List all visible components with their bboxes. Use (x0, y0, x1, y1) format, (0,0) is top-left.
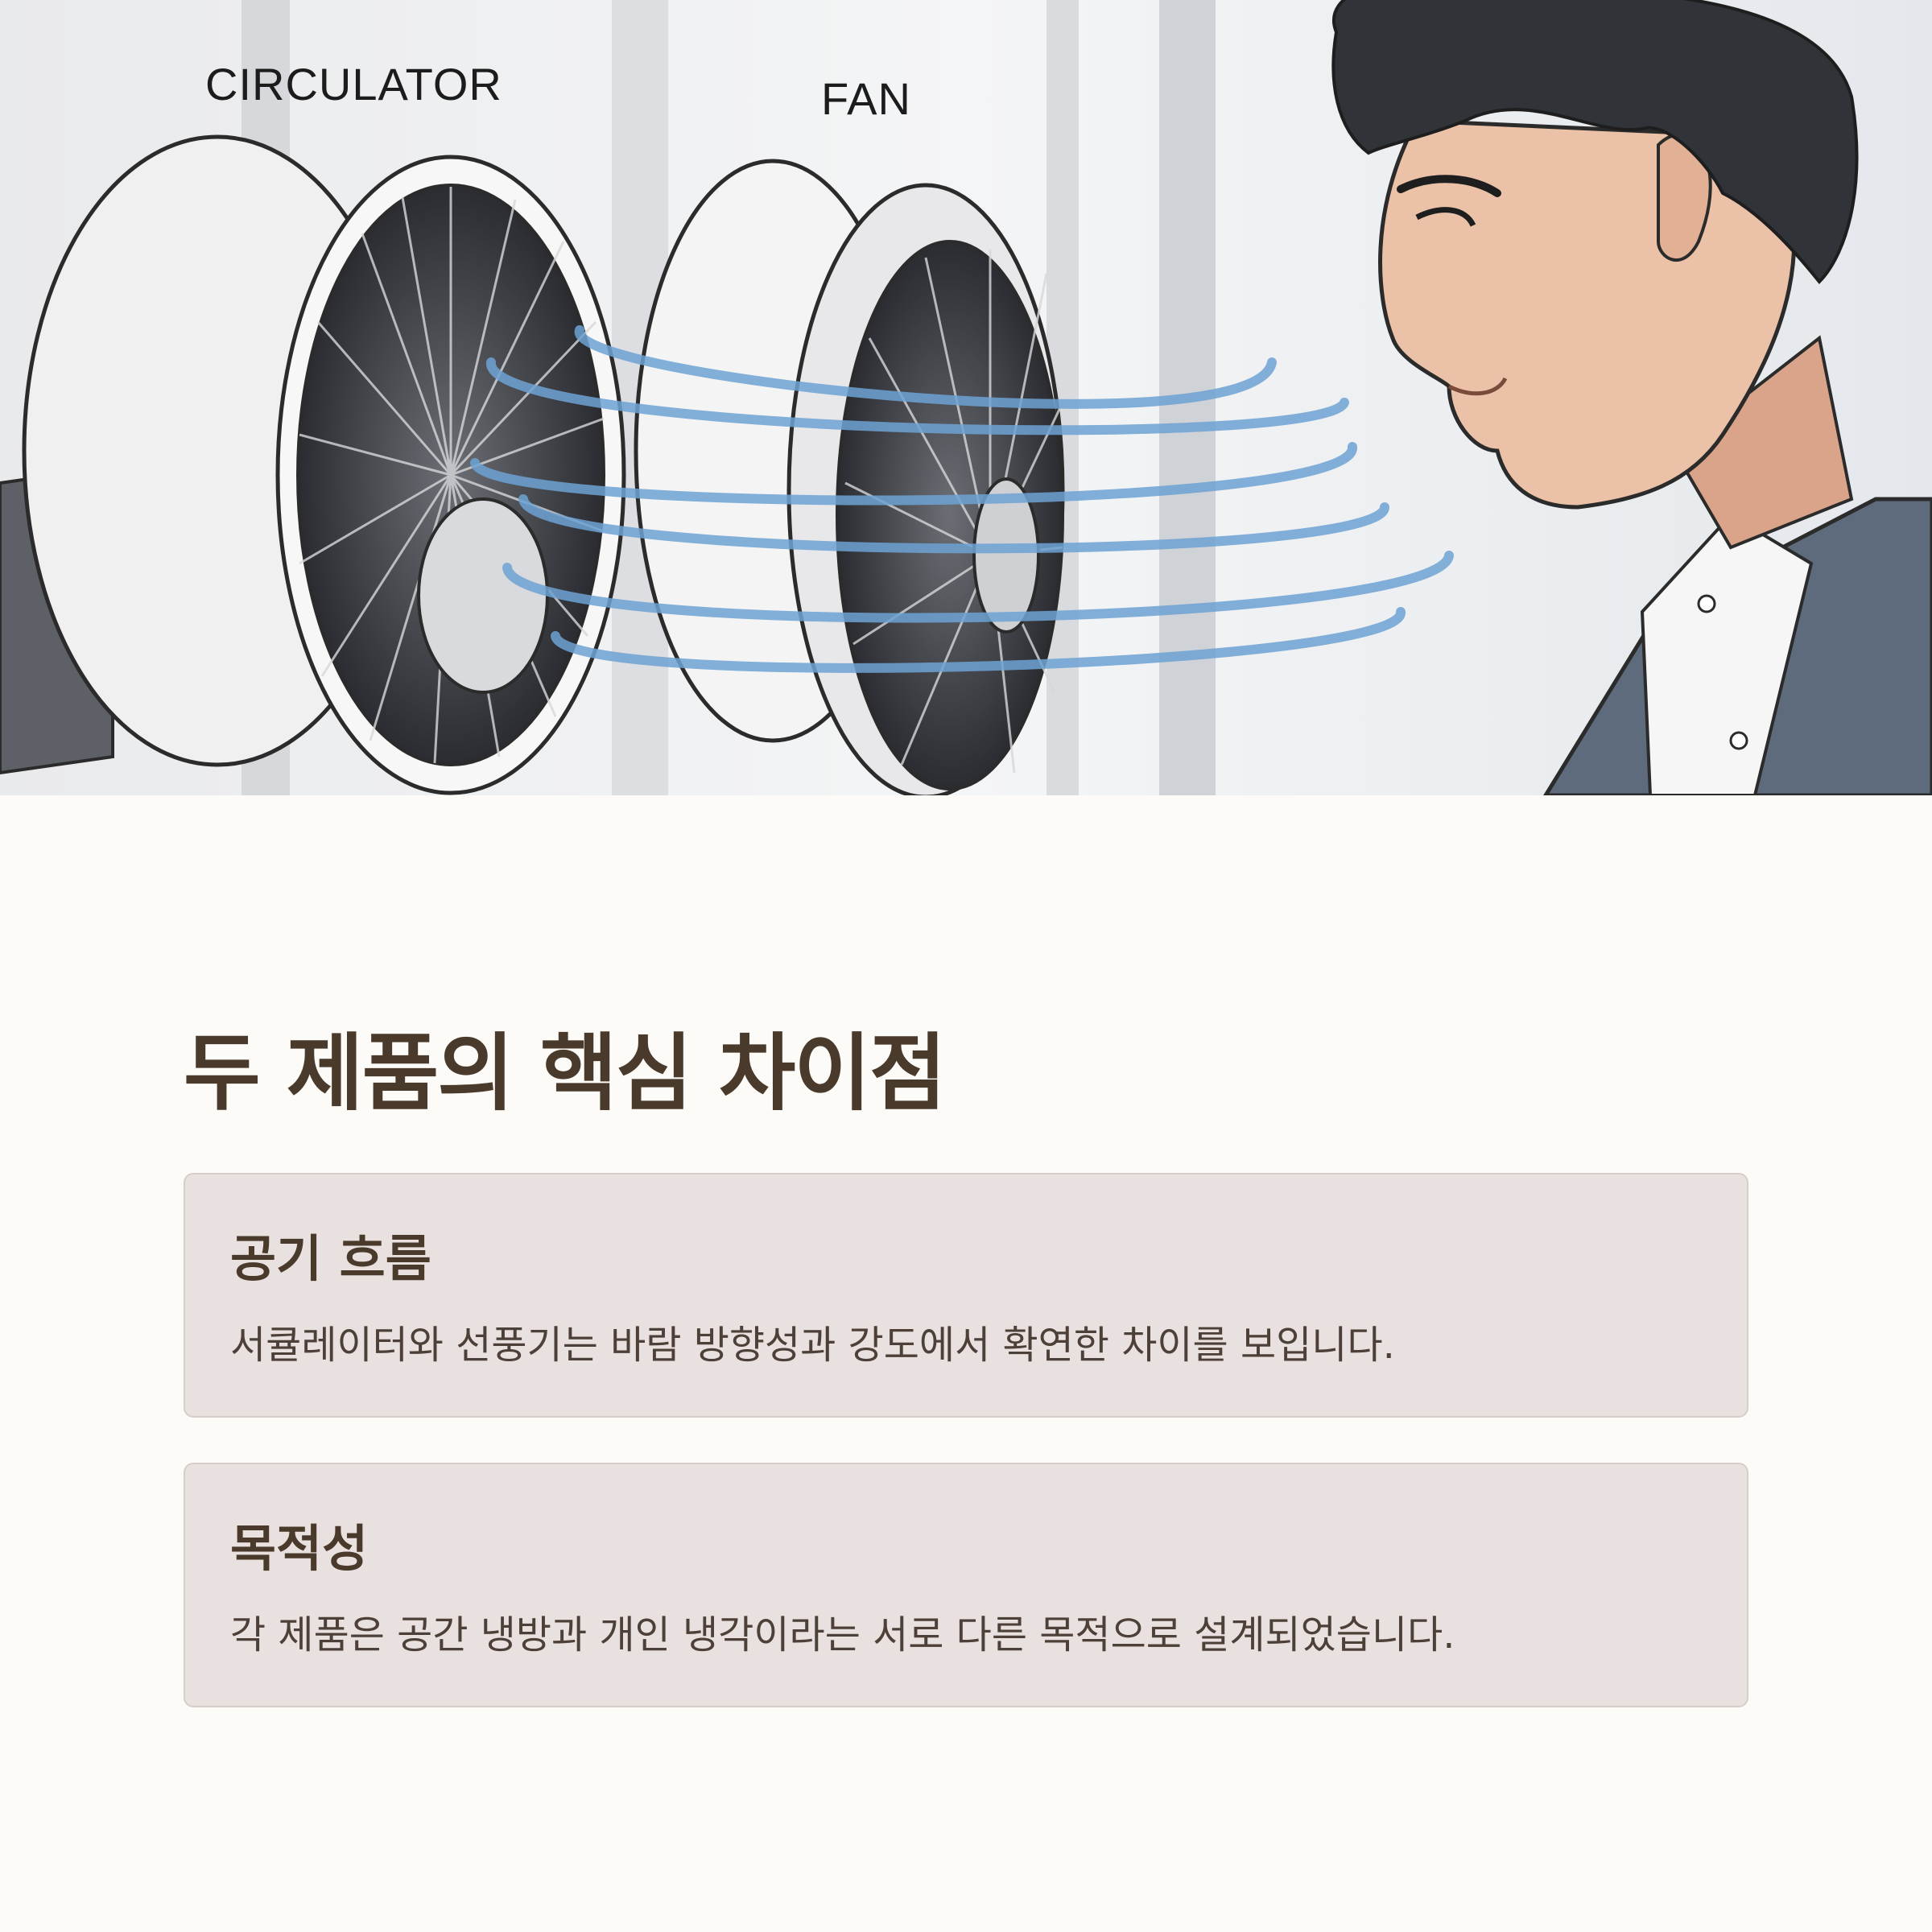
card-text: 서큘레이터와 선풍기는 바람 방향성과 강도에서 확연한 차이를 보입니다. (230, 1323, 1395, 1368)
hero-illustration: CIRCULATOR FAN (0, 0, 1932, 795)
circulator-label: CIRCULATOR (205, 59, 502, 109)
info-card-airflow: 공기 흐름 서큘레이터와 선풍기는 바람 방향성과 강도에서 확연한 차이를 보… (184, 1173, 1748, 1418)
hero-image (0, 0, 1932, 795)
fan-label: FAN (821, 73, 911, 124)
card-text: 각 제품은 공간 냉방과 개인 냉각이라는 서로 다른 목적으로 설계되었습니다… (230, 1612, 1455, 1657)
card-title: 공기 흐름 (230, 1229, 431, 1288)
section-title: 두 제품의 핵심 차이점 (184, 1024, 947, 1122)
card-title: 목적성 (230, 1519, 369, 1578)
info-card-purpose: 목적성 각 제품은 공간 냉방과 개인 냉각이라는 서로 다른 목적으로 설계되… (184, 1463, 1748, 1707)
